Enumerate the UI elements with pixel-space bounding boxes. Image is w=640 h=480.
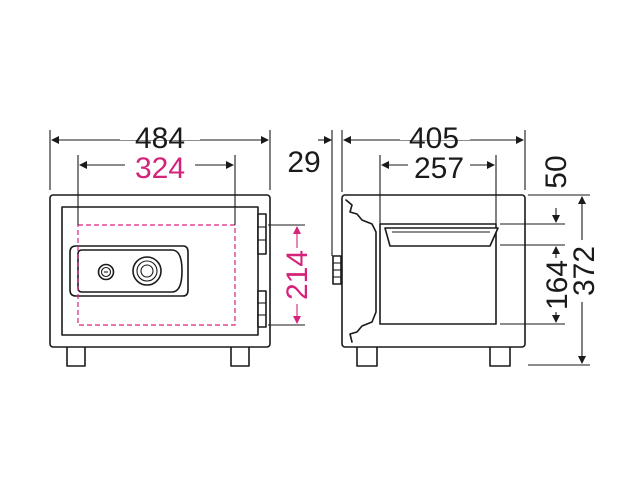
label-484: 484 bbox=[135, 122, 185, 155]
inner-opening-outline bbox=[77, 224, 236, 326]
side-right-foot bbox=[489, 345, 511, 367]
label-50: 50 bbox=[540, 155, 573, 188]
handle-side-icon bbox=[332, 255, 342, 285]
label-372: 372 bbox=[568, 246, 601, 296]
side-left-foot bbox=[356, 345, 378, 367]
inner-drawer bbox=[384, 227, 499, 247]
dimension-overall-depth: 405 bbox=[343, 118, 526, 190]
key-lock-icon bbox=[97, 263, 115, 281]
label-324: 324 bbox=[135, 152, 185, 185]
front-right-foot bbox=[230, 345, 250, 367]
door-edge-profile bbox=[345, 199, 377, 343]
dimension-slot-height: 164 bbox=[500, 244, 574, 325]
dimension-overall-width: 484 bbox=[49, 118, 271, 190]
dimension-inner-height: 214 bbox=[268, 224, 314, 326]
front-left-foot bbox=[66, 345, 86, 367]
dial-icon bbox=[132, 256, 162, 286]
label-405: 405 bbox=[409, 122, 459, 155]
lock-panel bbox=[69, 245, 189, 297]
side-view: 29 405 257 50 164 bbox=[287, 118, 601, 367]
dimension-inner-depth: 257 bbox=[379, 150, 497, 224]
front-view: 484 324 214 bbox=[49, 118, 314, 367]
lock-panel-handle bbox=[77, 249, 183, 293]
dimension-handle-depth: 29 bbox=[287, 130, 343, 256]
interior-cavity bbox=[379, 223, 497, 325]
lower-hinge bbox=[257, 290, 267, 328]
dimension-inner-width: 324 bbox=[77, 150, 236, 225]
front-door bbox=[61, 206, 259, 336]
dimension-top-offset: 50 bbox=[500, 155, 590, 225]
label-164: 164 bbox=[541, 260, 574, 310]
label-214: 214 bbox=[281, 250, 314, 300]
upper-hinge bbox=[257, 213, 267, 255]
label-257: 257 bbox=[414, 152, 464, 185]
label-29: 29 bbox=[287, 146, 320, 179]
dimension-overall-height: 372 bbox=[528, 196, 601, 366]
